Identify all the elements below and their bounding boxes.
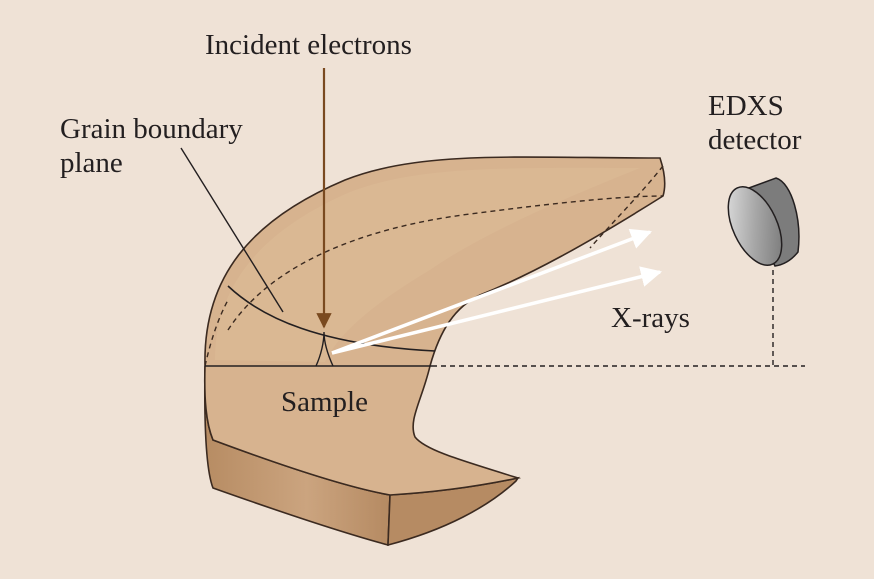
hidden-edge-left <box>204 299 229 367</box>
xray-arrow-lower <box>331 266 663 355</box>
label-grain-boundary-line2: plane <box>60 147 123 179</box>
label-edxs-line1: EDXS <box>708 90 784 122</box>
label-grain-boundary-line1: Grain boundary <box>60 113 243 145</box>
hidden-edge-right <box>589 165 664 249</box>
hidden-edge-back <box>227 195 664 331</box>
edxs-detector-icon <box>727 177 800 267</box>
label-edxs-detector: EDXS detector <box>708 89 801 157</box>
grain-boundary-leader <box>180 147 284 313</box>
interaction-volume <box>315 331 334 367</box>
label-edxs-line2: detector <box>708 124 802 156</box>
label-grain-boundary-plane: Grain boundary plane <box>60 112 243 180</box>
label-incident-electrons: Incident electrons <box>205 29 412 61</box>
xray-arrow-upper <box>331 228 652 355</box>
label-sample: Sample <box>281 386 368 418</box>
label-xrays: X-rays <box>611 302 690 334</box>
grain-boundary-curve <box>227 285 436 352</box>
